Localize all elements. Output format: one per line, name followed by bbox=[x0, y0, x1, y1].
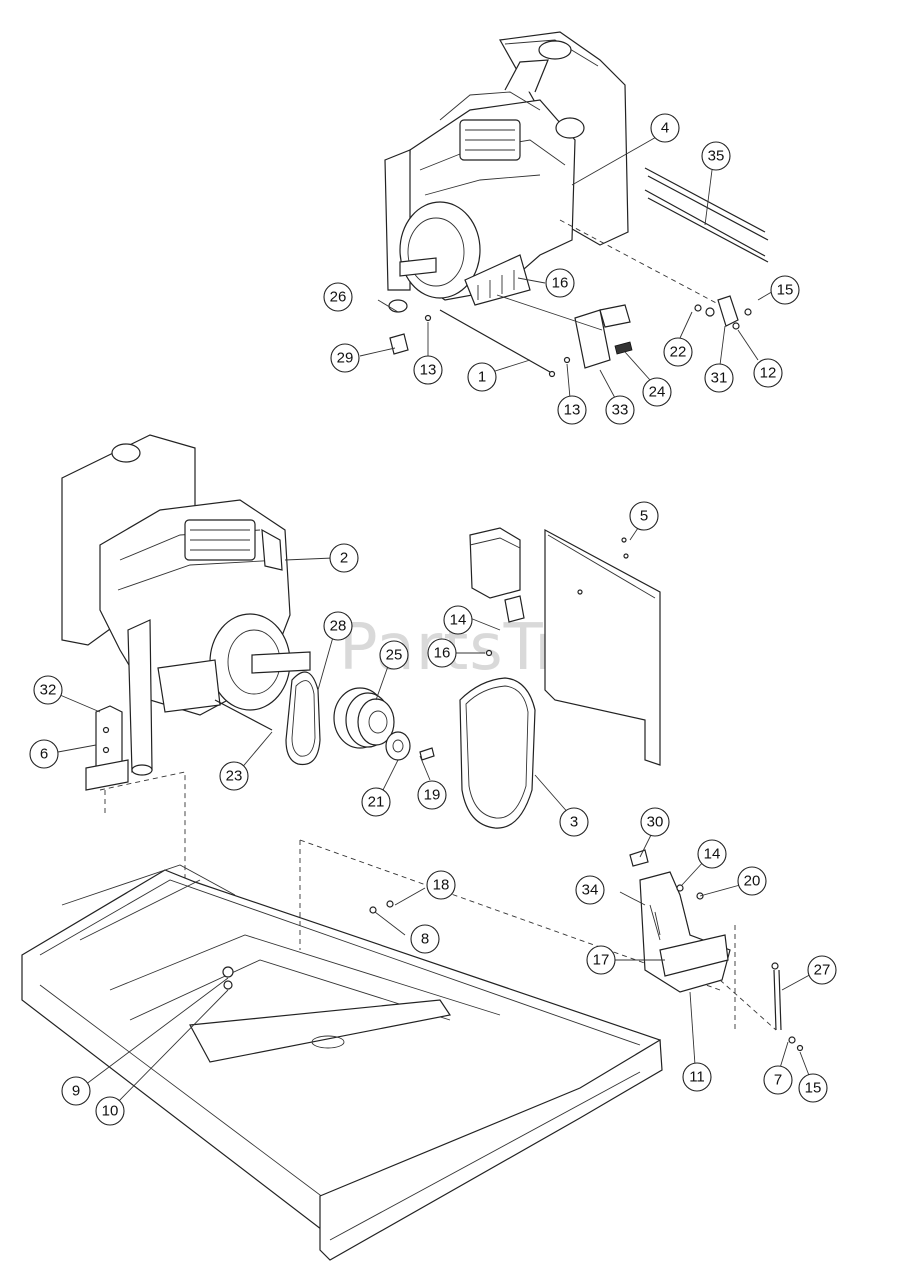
callout: 13 bbox=[557, 395, 587, 425]
callout: 22 bbox=[663, 337, 693, 367]
svg-text:15: 15 bbox=[805, 1080, 822, 1097]
svg-text:29: 29 bbox=[337, 350, 354, 367]
svg-text:13: 13 bbox=[564, 402, 581, 419]
callout: 10 bbox=[95, 1096, 125, 1126]
svg-text:5: 5 bbox=[640, 508, 648, 525]
svg-text:32: 32 bbox=[40, 682, 57, 699]
svg-text:15: 15 bbox=[777, 282, 794, 299]
svg-text:25: 25 bbox=[386, 647, 403, 664]
svg-text:16: 16 bbox=[552, 275, 569, 292]
svg-text:14: 14 bbox=[704, 846, 721, 863]
svg-text:17: 17 bbox=[593, 952, 610, 969]
svg-text:2: 2 bbox=[340, 550, 348, 567]
svg-text:21: 21 bbox=[368, 794, 385, 811]
middle-engine-assembly bbox=[57, 434, 661, 1000]
callout: 16 bbox=[545, 268, 575, 298]
callout: 26 bbox=[323, 282, 353, 312]
svg-text:8: 8 bbox=[421, 931, 429, 948]
callout: 15 bbox=[770, 275, 800, 305]
callout: 15 bbox=[798, 1073, 828, 1103]
svg-text:27: 27 bbox=[814, 962, 831, 979]
callout: 12 bbox=[753, 358, 783, 388]
callout: 17 bbox=[586, 945, 616, 975]
callout: 11 bbox=[682, 1062, 712, 1092]
svg-text:14: 14 bbox=[450, 612, 467, 629]
callout: 29 bbox=[330, 343, 360, 373]
svg-text:20: 20 bbox=[744, 873, 761, 890]
callout: 23 bbox=[219, 761, 249, 791]
callout: 3 bbox=[559, 807, 589, 837]
callout: 32 bbox=[33, 675, 63, 705]
callout: 20 bbox=[737, 866, 767, 896]
svg-text:23: 23 bbox=[226, 768, 243, 785]
svg-text:19: 19 bbox=[424, 787, 441, 804]
callout: 4 bbox=[650, 113, 680, 143]
svg-text:18: 18 bbox=[433, 877, 450, 894]
svg-text:33: 33 bbox=[612, 402, 629, 419]
svg-text:9: 9 bbox=[72, 1083, 80, 1100]
callout: 27 bbox=[807, 955, 837, 985]
svg-text:16: 16 bbox=[434, 645, 451, 662]
svg-text:6: 6 bbox=[40, 746, 48, 763]
callout: 30 bbox=[640, 807, 670, 837]
callout: 2 bbox=[329, 543, 359, 573]
svg-text:12: 12 bbox=[760, 365, 777, 382]
callout: 16 bbox=[427, 638, 457, 668]
svg-text:3: 3 bbox=[570, 814, 578, 831]
svg-text:24: 24 bbox=[649, 384, 666, 401]
callout: 9 bbox=[61, 1076, 91, 1106]
svg-text:22: 22 bbox=[670, 344, 687, 361]
callout: 34 bbox=[575, 875, 605, 905]
callout: 5 bbox=[629, 501, 659, 531]
svg-text:31: 31 bbox=[711, 370, 728, 387]
svg-text:1: 1 bbox=[478, 369, 486, 386]
callout: 33 bbox=[605, 395, 635, 425]
svg-text:13: 13 bbox=[420, 362, 437, 379]
svg-text:30: 30 bbox=[647, 814, 664, 831]
callout: 28 bbox=[323, 611, 353, 641]
svg-text:34: 34 bbox=[582, 882, 599, 899]
callout: 35 bbox=[701, 141, 731, 171]
svg-text:4: 4 bbox=[661, 120, 669, 137]
callout: 13 bbox=[413, 355, 443, 385]
svg-text:7: 7 bbox=[774, 1072, 782, 1089]
callout: 14 bbox=[443, 605, 473, 635]
svg-text:26: 26 bbox=[330, 289, 347, 306]
callout: 25 bbox=[379, 640, 409, 670]
callout: 14 bbox=[697, 839, 727, 869]
svg-text:11: 11 bbox=[689, 1069, 705, 1086]
callout: 1 bbox=[467, 362, 497, 392]
callout: 31 bbox=[704, 363, 734, 393]
callout: 18 bbox=[426, 870, 456, 900]
right-bracket-assembly bbox=[615, 832, 816, 1079]
callout: 6 bbox=[29, 739, 59, 769]
callout: 8 bbox=[410, 924, 440, 954]
svg-text:10: 10 bbox=[102, 1103, 119, 1120]
callout: 21 bbox=[361, 787, 391, 817]
svg-text:35: 35 bbox=[708, 148, 725, 165]
frame-assembly bbox=[21, 839, 721, 1261]
callout: 7 bbox=[763, 1065, 793, 1095]
top-engine-assembly bbox=[359, 31, 776, 399]
callout: 19 bbox=[417, 780, 447, 810]
callout: 24 bbox=[642, 377, 672, 407]
callout-labels: 1 2 3 4 5 6 7 8 9 10 11 12 13 13 14 14 1… bbox=[29, 113, 837, 1126]
svg-text:28: 28 bbox=[330, 618, 347, 635]
